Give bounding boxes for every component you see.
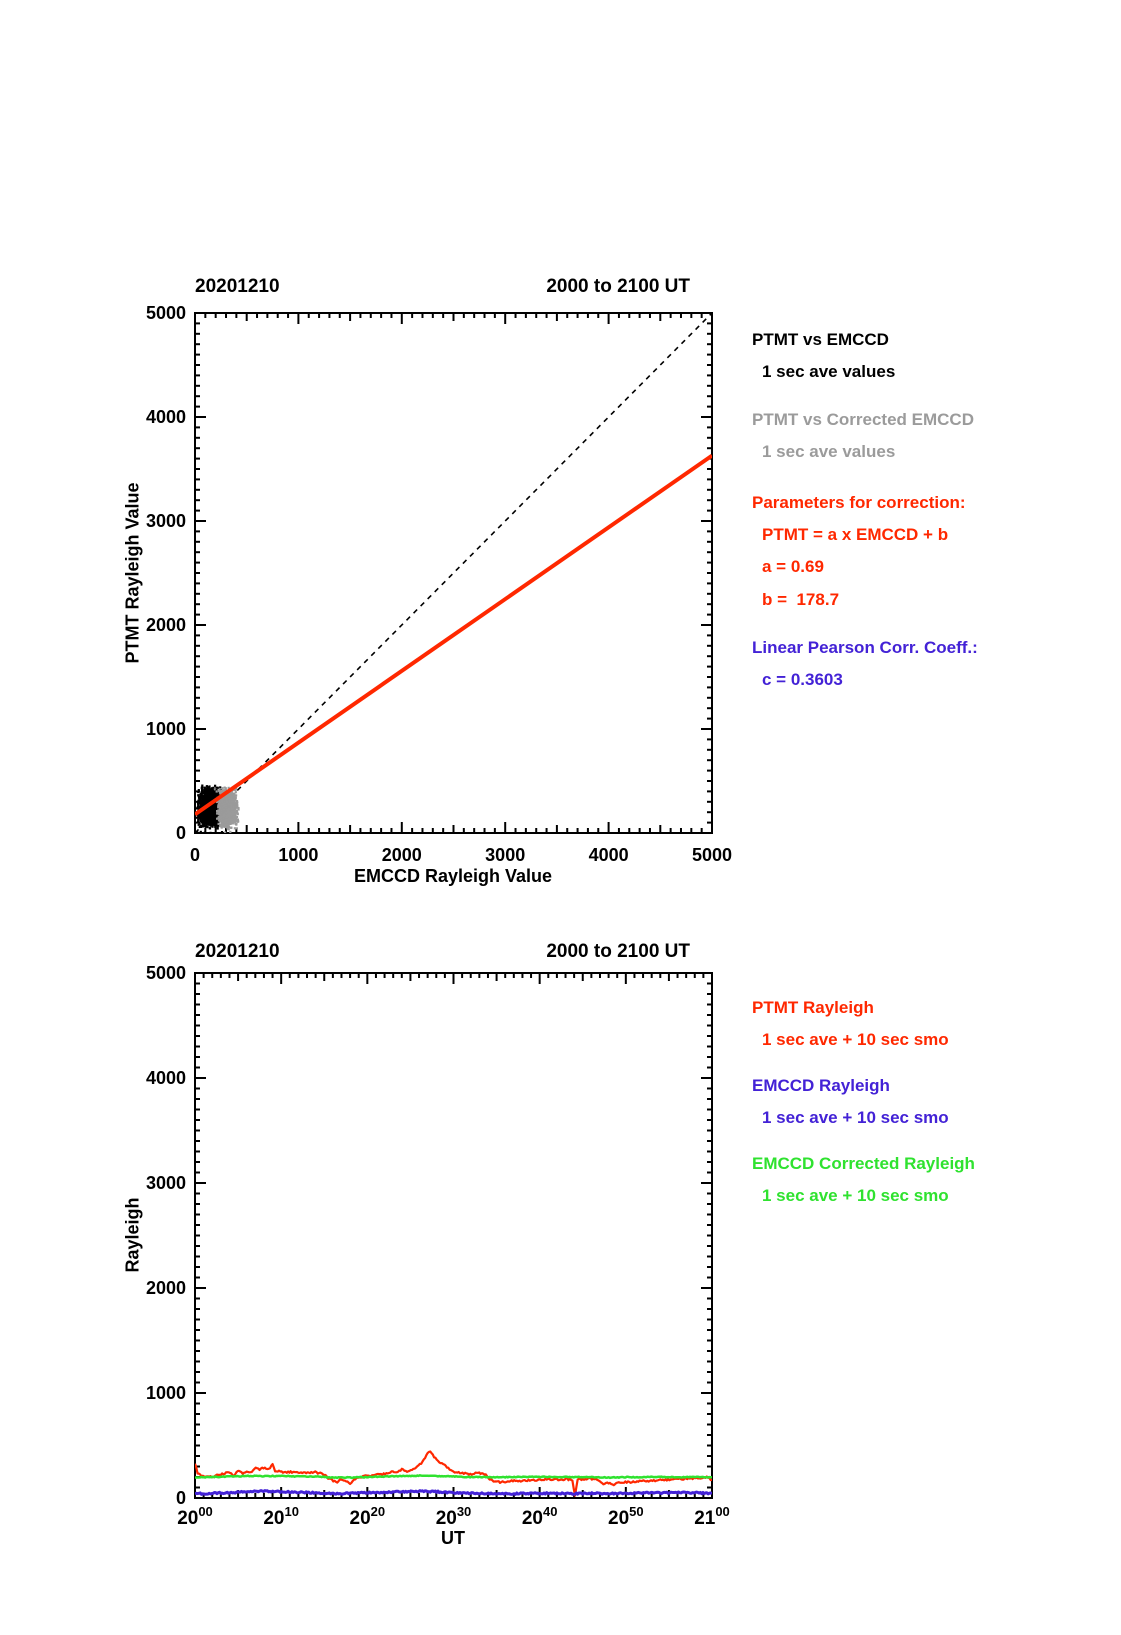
svg-text:2010: 2010 [263,1504,299,1529]
annotation-pearson-c-value: c = 0.3603 [762,670,843,689]
chart1-frame [194,312,713,834]
svg-text:1000: 1000 [146,1383,186,1403]
svg-text:0: 0 [190,845,200,865]
svg-text:2000: 2000 [177,1504,213,1529]
svg-text:2020: 2020 [350,1504,386,1529]
chart1-time-range-title: 2000 to 2100 UT [546,276,690,297]
legend-emccd-corrected-rayleigh: EMCCD Corrected Rayleigh [752,1154,975,1173]
svg-text:2000: 2000 [382,845,422,865]
chart1-date-title: 20201210 [195,276,280,297]
scatter-cluster-1 [215,786,240,833]
annotation-fit-a-value: a = 0.69 [762,557,824,576]
svg-text:5000: 5000 [146,963,186,983]
svg-text:0: 0 [176,1488,186,1508]
legend-emccd-rayleigh-sub: 1 sec ave + 10 sec smo [762,1108,949,1127]
svg-text:2000: 2000 [146,1278,186,1298]
svg-text:5000: 5000 [146,303,186,323]
svg-text:1000: 1000 [278,845,318,865]
svg-text:4000: 4000 [146,407,186,427]
svg-text:2050: 2050 [608,1504,644,1529]
annotation-pearson-header: Linear Pearson Corr. Coeff.: [752,638,978,657]
legend-ptmt-rayleigh-sub: 1 sec ave + 10 sec smo [762,1030,949,1049]
series-1 [195,1489,712,1496]
legend-ptmt-rayleigh: PTMT Rayleigh [752,998,874,1017]
legend-ptmt-vs-emccd: PTMT vs EMCCD [752,330,889,349]
svg-text:1000: 1000 [146,719,186,739]
chart2-data [195,1450,712,1497]
chart2-frame [194,972,713,1499]
svg-text:2000: 2000 [146,615,186,635]
chart2-time-range-title: 2000 to 2100 UT [546,941,690,962]
svg-text:2100: 2100 [694,1504,730,1529]
annotation-fit-equation: PTMT = a x EMCCD + b [762,525,949,544]
svg-text:3000: 3000 [485,845,525,865]
annotation-fit-b-value: b = 178.7 [762,590,840,609]
chart2-x-axis-label: UT [441,1528,465,1548]
svg-text:4000: 4000 [146,1068,186,1088]
legend-emccd-rayleigh: EMCCD Rayleigh [752,1076,890,1095]
chart2-y-axis-label: Rayleigh [122,1197,143,1273]
legend-ptmt-vs-corrected-emccd-sub: 1 sec ave values [762,442,896,461]
svg-text:2030: 2030 [436,1504,472,1529]
annotation-parameters-header: Parameters for correction: [752,493,966,512]
chart1-x-axis-label: EMCCD Rayleigh Value [353,866,553,886]
series-2 [195,1474,712,1480]
legend-ptmt-vs-corrected-emccd: PTMT vs Corrected EMCCD [752,410,974,429]
svg-text:5000: 5000 [692,845,732,865]
chart1-tick-labels: 0 1000 2000 3000 4000 5000 0 1000 2000 3000 4000 50… [146,303,732,865]
series-0 [195,1450,712,1497]
chart2-date-title: 20201210 [195,941,280,962]
chart1-data [195,313,712,833]
svg-text:3000: 3000 [146,511,186,531]
svg-text:3000: 3000 [146,1173,186,1193]
svg-text:2040: 2040 [522,1504,558,1529]
one-to-one-line [195,313,712,833]
legend-emccd-corrected-rayleigh-sub: 1 sec ave + 10 sec smo [762,1186,949,1205]
chart2-tick-labels: 0 1000 2000 3000 4000 5000 2000 2010 2020 2030 204… [146,963,730,1529]
correction-fit-line [195,453,712,817]
chart1-y-axis-label: PTMT Rayleigh Value [122,482,143,664]
legend-ptmt-vs-emccd-sub: 1 sec ave values [762,362,896,381]
svg-text:4000: 4000 [589,845,629,865]
svg-text:0: 0 [176,823,186,843]
